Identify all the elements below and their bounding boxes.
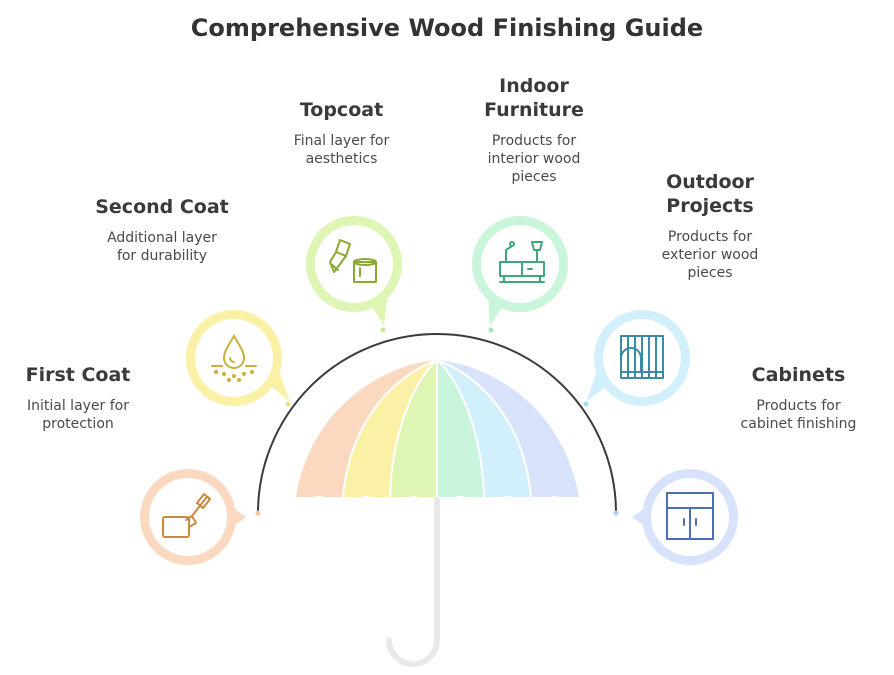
bubble-indoor-furniture: [472, 216, 568, 326]
canopy-panel-blue: [437, 360, 579, 497]
canopy-panel-sky: [437, 360, 531, 497]
canopy-panel-mint: [437, 360, 484, 497]
arc-markers: [255, 327, 619, 516]
canopy-scallops: [306, 496, 568, 522]
second-coat-desc-line1: Additional layer: [107, 230, 217, 246]
outdoor-desc-line3: pieces: [687, 265, 733, 281]
outer-arc: [257, 333, 617, 514]
label-second-coat: Second Coat Additional layer for durabil…: [82, 195, 242, 265]
topcoat-desc-line2: aesthetics: [305, 151, 378, 167]
outdoor-desc-line2: exterior wood: [661, 247, 759, 263]
label-outdoor-projects: Outdoor Projects Products for exterior w…: [640, 170, 780, 282]
cabinets-description: Products for cabinet finishing: [726, 397, 871, 433]
outdoor-projects-description: Products for exterior wood pieces: [640, 228, 780, 282]
topcoat-title: Topcoat: [299, 99, 384, 121]
label-cabinets: Cabinets Products for cabinet finishing: [726, 363, 871, 433]
outdoor-title-line2: Projects: [666, 195, 754, 217]
indoor-furniture-title: Indoor Furniture: [464, 74, 604, 122]
canopy-panel-yellow: [343, 360, 437, 497]
bubble-second-coat: [186, 310, 290, 406]
bubble-cabinets: [632, 469, 738, 565]
indoor-title-line1: Indoor: [499, 75, 569, 97]
cabinet-icon: [666, 492, 714, 540]
second-coat-title: Second Coat: [95, 196, 229, 218]
label-first-coat: First Coat Initial layer for protection: [8, 363, 148, 433]
first-coat-title: First Coat: [25, 364, 131, 386]
first-coat-description: Initial layer for protection: [8, 397, 148, 433]
indoor-title-line2: Furniture: [484, 99, 584, 121]
brush-and-can-icon: [329, 239, 377, 283]
second-coat-description: Additional layer for durability: [82, 229, 242, 265]
label-indoor-furniture: Indoor Furniture Products for interior w…: [464, 74, 604, 186]
outdoor-title-line1: Outdoor: [666, 171, 754, 193]
gate-icon: [620, 335, 664, 379]
indoor-desc-line2: interior wood: [487, 151, 581, 167]
canopy-panel-lime: [390, 360, 437, 497]
bubble-topcoat: [306, 216, 402, 326]
topcoat-desc-line1: Final layer for: [293, 133, 390, 149]
canopy-panel-orange: [296, 360, 437, 497]
indoor-desc-line1: Products for: [491, 133, 577, 149]
cabinets-desc-line1: Products for: [756, 398, 841, 414]
paintbrush-icon: [162, 493, 211, 538]
furniture-icon: [499, 241, 545, 283]
second-coat-desc-line2: for durability: [116, 248, 208, 264]
page-title: Comprehensive Wood Finishing Guide: [190, 14, 704, 42]
cabinets-title: Cabinets: [751, 364, 846, 386]
droplet-icon: [211, 334, 257, 382]
umbrella-canopy: [296, 359, 579, 522]
first-coat-desc-line2: protection: [42, 416, 114, 432]
bubble-outdoor-projects: [586, 310, 690, 406]
topcoat-description: Final layer for aesthetics: [269, 132, 414, 168]
bubble-first-coat: [140, 469, 246, 565]
first-coat-desc-line1: Initial layer for: [26, 398, 129, 414]
indoor-furniture-description: Products for interior wood pieces: [464, 132, 604, 186]
umbrella-handle: [386, 497, 440, 667]
outdoor-desc-line1: Products for: [667, 229, 753, 245]
indoor-desc-line3: pieces: [511, 169, 557, 185]
outdoor-projects-title: Outdoor Projects: [640, 170, 780, 218]
cabinets-desc-line2: cabinet finishing: [740, 416, 857, 432]
label-topcoat: Topcoat Final layer for aesthetics: [269, 98, 414, 168]
